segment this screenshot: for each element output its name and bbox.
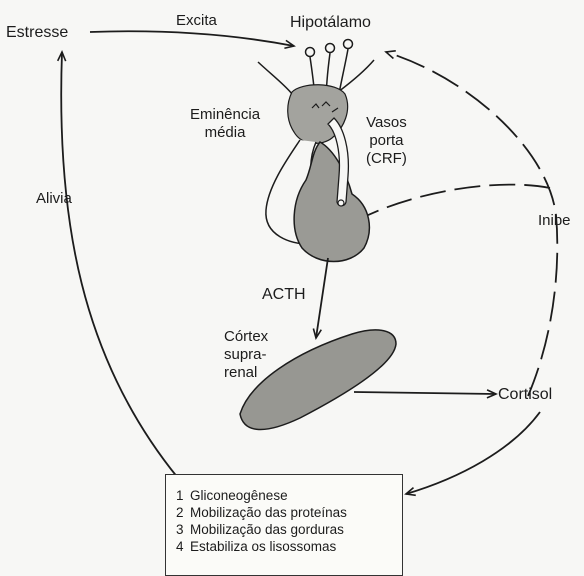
label-alivia: Alivia [36,190,72,207]
label-estresse: Estresse [6,24,68,41]
cortisol-to-effects-arrow [406,412,540,494]
label-vasos-porta: Vasos porta (CRF) [366,114,407,168]
label-hipotalamo: Hipotálamo [290,14,371,31]
excita-arrow [90,31,294,46]
label-cortex-suprarenal: Córtex supra- renal [224,328,268,382]
alivia-arrow [61,52,178,478]
label-acth: ACTH [262,286,306,303]
inibe-feedback-hypothalamus [386,52,557,396]
label-excita: Excita [176,12,217,29]
inibe-feedback-pituitary [350,185,550,224]
label-inibe: Inibe [538,212,571,229]
label-cortisol: Cortisol [498,386,552,403]
acth-arrow [316,258,328,338]
cortisol-arrow [354,392,496,394]
portal-vessel-end [338,200,344,206]
label-eminencia-media: Eminência média [190,106,260,142]
